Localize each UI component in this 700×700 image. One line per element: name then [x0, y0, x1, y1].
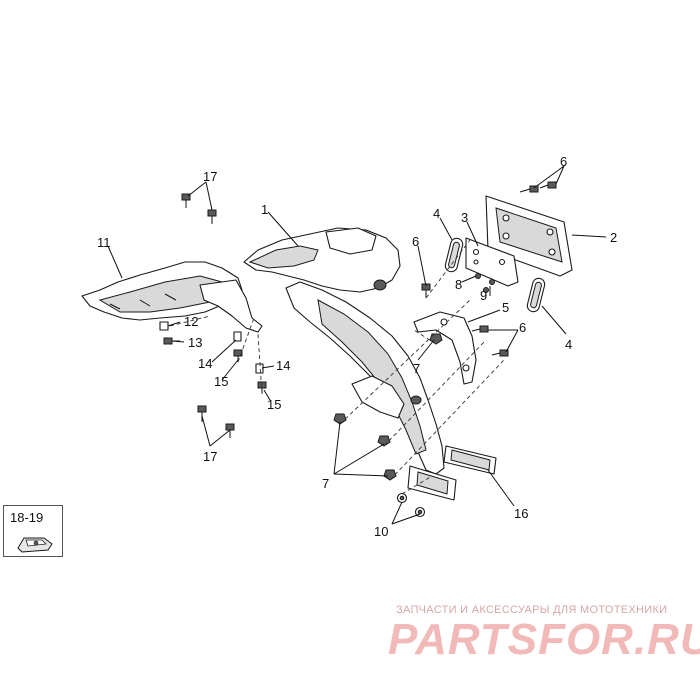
callout-5: 5 — [502, 300, 509, 315]
callout-16: 16 — [514, 506, 528, 521]
callout-4-upper: 4 — [433, 206, 440, 221]
callout-14-right: 14 — [276, 358, 290, 373]
callout-2: 2 — [610, 230, 617, 245]
inset-18-19: 18-19 — [3, 505, 63, 557]
part-4-pad-lower — [526, 277, 546, 313]
callout-15-left: 15 — [214, 374, 228, 389]
callout-15-right: 15 — [267, 397, 281, 412]
callout-1: 1 — [261, 202, 268, 217]
callout-13: 13 — [188, 335, 202, 350]
part-16-reflector — [443, 445, 497, 475]
callout-17-top: 17 — [203, 169, 217, 184]
part-1-plate-holder — [243, 227, 445, 475]
callout-4-lower: 4 — [565, 337, 572, 352]
part-4-pad-upper — [444, 237, 464, 273]
callout-14-left: 14 — [198, 356, 212, 371]
part-3-support — [465, 237, 519, 287]
part-5-indicator-bracket — [413, 311, 477, 385]
callout-7-lower: 7 — [322, 476, 329, 491]
callout-6-top: 6 — [560, 154, 567, 169]
inset-label: 18-19 — [10, 510, 44, 525]
callouts: 17 1 11 12 13 14 15 14 15 17 6 2 4 3 6 8… — [97, 154, 617, 539]
leader-lines — [107, 165, 607, 525]
callout-9: 9 — [480, 288, 487, 303]
fasteners — [159, 181, 557, 518]
callout-6-right: 6 — [519, 320, 526, 335]
watermark-caption: ЗАПЧАСТИ И АКСЕССУАРЫ ДЛЯ МОТОТЕХНИКИ — [396, 604, 668, 616]
callout-6-left: 6 — [412, 234, 419, 249]
callout-8: 8 — [455, 277, 462, 292]
callout-12: 12 — [184, 314, 198, 329]
callout-17-bottom: 17 — [203, 449, 217, 464]
callout-7-upper: 7 — [413, 361, 420, 376]
watermark-logo: PARTSFOR.RU — [388, 615, 700, 664]
callout-10: 10 — [374, 524, 388, 539]
plate-lamp-support — [407, 465, 457, 501]
part-11-undertray — [81, 261, 263, 333]
clip-nut-icon — [17, 537, 53, 553]
assembly-lines — [169, 239, 505, 495]
callout-11: 11 — [97, 235, 111, 250]
callout-3: 3 — [461, 210, 468, 225]
